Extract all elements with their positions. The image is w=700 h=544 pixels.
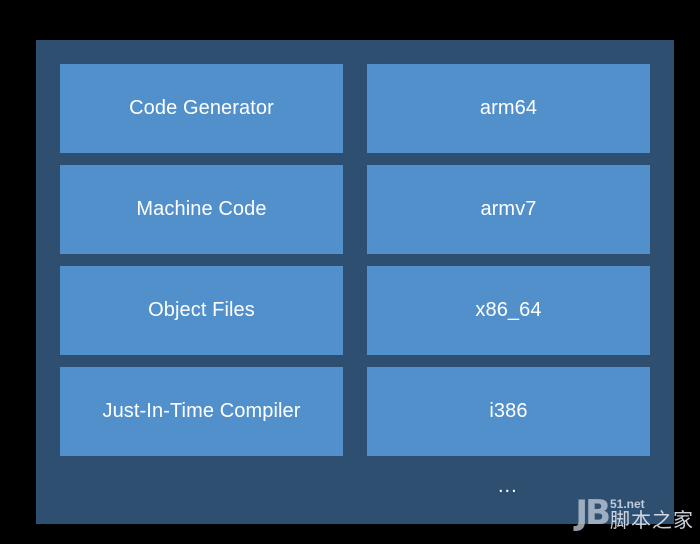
box-label: Machine Code xyxy=(136,198,267,220)
box-label: x86_64 xyxy=(475,299,542,321)
box-i386: i386 xyxy=(367,367,650,456)
box-label: i386 xyxy=(489,400,528,422)
box-grid: Code Generator arm64 Machine Code armv7 … xyxy=(60,64,650,456)
box-x86-64: x86_64 xyxy=(367,266,650,355)
watermark-name: 脚本之家 xyxy=(610,508,694,532)
watermark-logo: JB xyxy=(575,493,611,533)
box-armv7: armv7 xyxy=(367,165,650,254)
watermark: JB 51.net 脚本之家 xyxy=(575,496,694,530)
box-code-generator: Code Generator xyxy=(60,64,343,153)
box-label: armv7 xyxy=(480,198,537,220)
box-machine-code: Machine Code xyxy=(60,165,343,254)
box-arm64: arm64 xyxy=(367,64,650,153)
box-label: Code Generator xyxy=(129,97,274,119)
diagram-panel: Code Generator arm64 Machine Code armv7 … xyxy=(36,40,674,524)
watermark-site: 51.net xyxy=(610,497,645,511)
watermark-text-group: 51.net 脚本之家 xyxy=(610,498,694,530)
box-label: arm64 xyxy=(479,97,538,119)
box-label: Just-In-Time Compiler xyxy=(102,400,301,422)
box-object-files: Object Files xyxy=(60,266,343,355)
box-jit-compiler: Just-In-Time Compiler xyxy=(60,367,343,456)
more-ellipsis: ... xyxy=(498,475,518,497)
box-label: Object Files xyxy=(148,299,255,321)
